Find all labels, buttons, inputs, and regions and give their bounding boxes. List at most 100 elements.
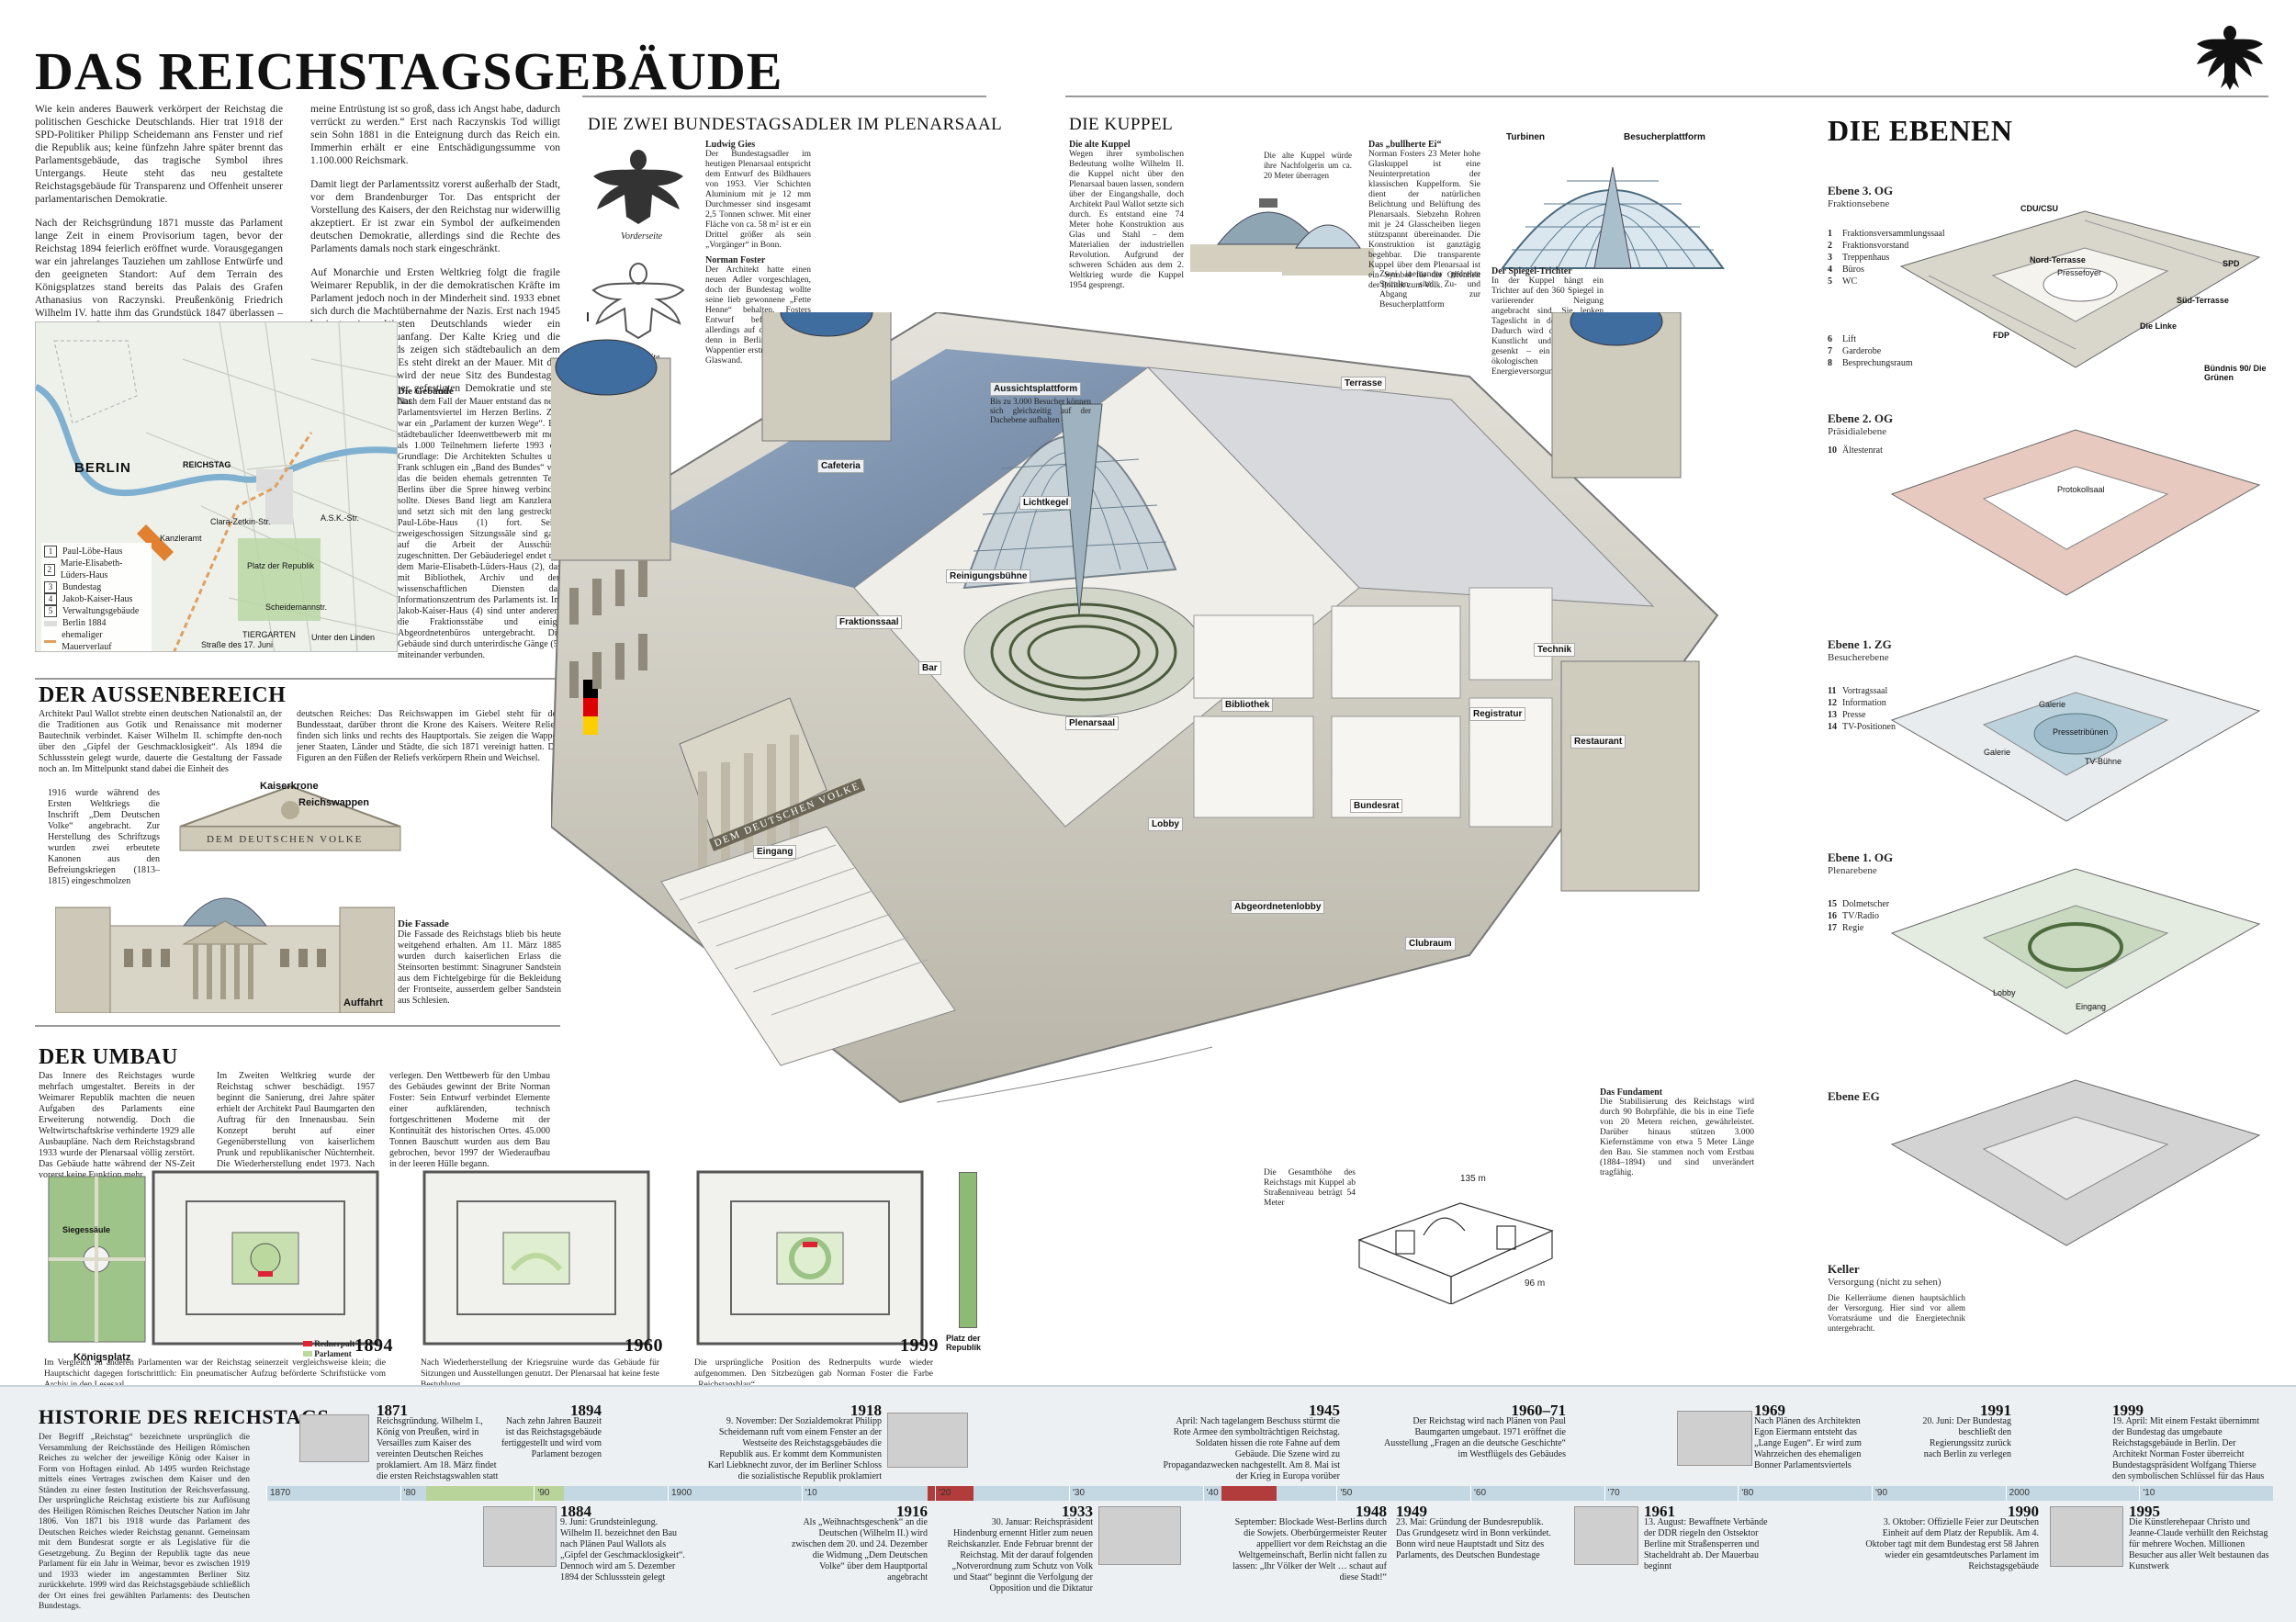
callout-cafeteria: Cafeteria xyxy=(817,459,864,473)
page-title: DAS REICHSTAGSGEBÄUDE xyxy=(35,41,783,101)
timeline-tick: 2000 xyxy=(2009,1488,2030,1498)
rednerpult-legend: Rednerpult xyxy=(303,1339,355,1349)
reichswappen-label: Reichswappen xyxy=(298,797,370,808)
callout-terrasse: Terrasse xyxy=(1341,377,1386,390)
eagle-back-icon xyxy=(588,257,689,344)
aussen-text-2: deutschen Reiches: Das Reichswappen im G… xyxy=(297,709,561,763)
plan-1894-legend: Rednerpult Parlament xyxy=(303,1339,355,1359)
timeline-tick: '20 xyxy=(939,1488,951,1498)
callout-technik: Technik xyxy=(1534,643,1576,657)
timeline-tick-mark xyxy=(1069,1486,1070,1501)
timeline-tick: '90 xyxy=(537,1488,550,1498)
map-label-17juni: Straße des 17. Juni xyxy=(201,640,274,649)
map-label-scheidemann: Scheidemannstr. xyxy=(265,603,328,612)
gies-text: Der Bundestagsadler im heutigen Plenarsa… xyxy=(705,150,811,250)
foster-caption: Norman Foster Der Architekt hatte einen … xyxy=(705,255,811,366)
timeline-tick-mark xyxy=(801,1486,803,1501)
parlament-legend: Parlament xyxy=(303,1349,355,1359)
kuppel-heading: DIE KUPPEL xyxy=(1069,115,1174,134)
legend-row: Berlin 1884 xyxy=(44,617,149,629)
trichter-caption: Der Spiegel-Trichter In der Kuppel hängt… xyxy=(1491,266,1604,377)
plan-1999-year: 1999 xyxy=(900,1335,939,1356)
photo-1884 xyxy=(483,1506,557,1567)
neue-kuppel-caption: Das „bullherte Ei“ Norman Fosters 23 Met… xyxy=(1368,140,1480,291)
timeline-tick-mark xyxy=(2005,1486,2007,1501)
facade-illustration xyxy=(54,871,396,1014)
alte-kuppel-caption: Die alte Kuppel Wegen ihrer symbolischen… xyxy=(1069,140,1184,291)
platz-republik-strip xyxy=(959,1172,977,1328)
floor-1og-plan xyxy=(1890,868,2261,1035)
spiralen-caption: Zwei ineinander gedrehte Spiralen sind Z… xyxy=(1379,270,1480,310)
map-label-linden: Unter den Linden xyxy=(311,633,376,642)
fundament-text: Die Stabilisierung des Reichstags wird d… xyxy=(1600,1098,1754,1177)
timeline-tick: '80 xyxy=(403,1488,416,1498)
map-label-ask: A.S.K.-Str. xyxy=(321,513,360,523)
photo-1995 xyxy=(2050,1506,2123,1567)
dimension-drawing xyxy=(1341,1176,1570,1309)
vorderseite-label: Vorderseite xyxy=(621,231,663,242)
callout-reinigungsbuehne: Reinigungsbühne xyxy=(946,569,1031,583)
timeline-panel xyxy=(0,1385,2296,1622)
timeline-tick-mark xyxy=(266,1486,267,1501)
ebenen-heading: DIE EBENEN xyxy=(1828,114,2013,147)
adler-heading: DIE ZWEI BUNDESTAGSADLER IM PLENARSAAL xyxy=(588,115,1003,134)
neue-kuppel-text: Norman Fosters 23 Meter hohe Glaskuppel … xyxy=(1368,150,1480,290)
timeline-hi-red xyxy=(928,1486,974,1501)
callout-abgeordnetenlobby: Abgeordnetenlobby xyxy=(1231,900,1325,914)
keller-caption: Keller Versorgung (nicht zu sehen) Die K… xyxy=(1828,1262,1965,1333)
photo-1871 xyxy=(299,1414,369,1462)
map-label-platz: Platz der Republik xyxy=(247,561,315,570)
historie-heading: HISTORIE DES REICHSTAGS xyxy=(39,1405,330,1428)
kaiserkrone-label: Kaiserkrone xyxy=(260,781,319,792)
historie-intro: Der Begriff „Reichstag“ bezeichnete ursp… xyxy=(39,1433,250,1611)
reichstag-cutaway: DEM DEUTSCHEN VOLKE Aussichtsplattform B… xyxy=(541,257,1855,1121)
timeline-tick: 1900 xyxy=(671,1488,692,1498)
callout-aussichtsplattform: Aussichtsplattform xyxy=(990,382,1082,396)
alte-kuppel-title: Die alte Kuppel xyxy=(1069,140,1131,150)
siegessaeule-label: Siegessäule xyxy=(62,1225,111,1234)
timeline-tick: 1870 xyxy=(270,1488,291,1498)
pediment-illustration xyxy=(171,781,410,854)
callout-restaurant: Restaurant xyxy=(1570,735,1626,749)
timeline-tick-mark xyxy=(1738,1486,1739,1501)
timeline-tick: '70 xyxy=(1607,1488,1620,1498)
floor-eg: Ebene EG xyxy=(1828,1071,2268,1255)
berlin-map: BERLIN REICHSTAG Kanzleramt Unter den Li… xyxy=(35,321,398,652)
callout-eingang: Eingang xyxy=(753,845,797,859)
photo-1961 xyxy=(1574,1506,1638,1565)
pediment-inscription: DEM DEUTSCHEN VOLKE xyxy=(207,834,364,845)
neue-kuppel-title: Das „bullherte Ei“ xyxy=(1368,140,1442,150)
gies-title: Ludwig Gies xyxy=(705,140,756,150)
intro-para-3: meine Entrüstung ist so groß, dass ich A… xyxy=(310,104,560,166)
fassade-text: Die Fassade des Reichstags blieb bis heu… xyxy=(398,929,561,1006)
callout-bar: Bar xyxy=(918,661,941,675)
fundament-caption: Das Fundament Die Stabilisierung des Rei… xyxy=(1600,1087,1754,1178)
dim-96: 96 m xyxy=(1525,1278,1546,1289)
fassade-caption: Die Fassade Die Fassade des Reichstags b… xyxy=(398,918,561,1007)
callout-bibliothek: Bibliothek xyxy=(1221,698,1274,712)
timeline-tick-mark xyxy=(1470,1486,1471,1501)
plan-1999 xyxy=(694,1168,926,1347)
gebaeude-caption: Die Gebäude Nach dem Fall der Mauer ents… xyxy=(398,386,561,661)
plan-1960-year: 1960 xyxy=(625,1335,663,1356)
floor-1zg-plan xyxy=(1890,655,2261,822)
aussen-heading: DER AUSSENBEREICH xyxy=(39,683,287,707)
foster-title: Norman Foster xyxy=(705,255,766,265)
